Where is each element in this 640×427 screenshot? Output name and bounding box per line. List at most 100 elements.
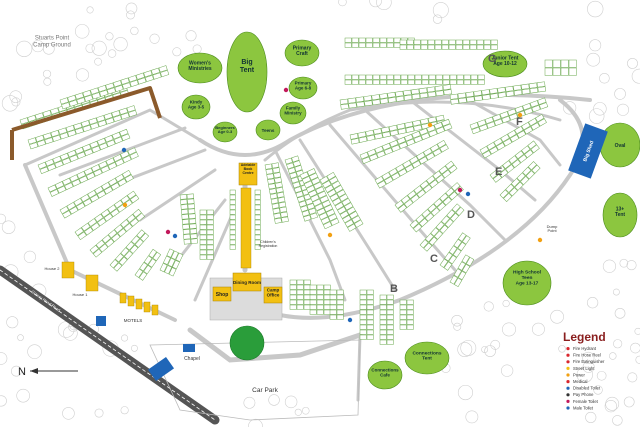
campsite[interactable] (516, 172, 526, 182)
campsite[interactable] (303, 304, 311, 310)
campsite[interactable] (525, 170, 535, 180)
campsite[interactable] (358, 37, 366, 43)
campsite[interactable] (376, 150, 386, 159)
campsite[interactable] (189, 228, 198, 234)
campsite[interactable] (500, 133, 510, 143)
campsite[interactable] (199, 244, 207, 250)
campsite[interactable] (469, 122, 479, 130)
campsite[interactable] (520, 175, 530, 186)
campsite[interactable] (199, 254, 207, 260)
campsite[interactable] (127, 147, 137, 156)
campsite[interactable] (117, 178, 127, 187)
campsite[interactable] (106, 87, 116, 95)
campsite[interactable] (514, 181, 524, 191)
campsite[interactable] (152, 251, 162, 262)
campsite[interactable] (107, 162, 118, 170)
campsite[interactable] (473, 90, 482, 97)
campsite[interactable] (344, 74, 352, 80)
campsite[interactable] (466, 96, 475, 103)
campsite[interactable] (323, 284, 331, 290)
campsite[interactable] (296, 304, 304, 310)
campsite[interactable] (536, 81, 546, 88)
campsite[interactable] (371, 94, 380, 101)
campsite[interactable] (374, 175, 384, 185)
campsite[interactable] (389, 129, 399, 137)
campsite[interactable] (430, 143, 440, 153)
campsite[interactable] (441, 39, 449, 45)
campsite[interactable] (88, 117, 98, 125)
campsite[interactable] (503, 192, 513, 203)
campsite[interactable] (290, 176, 299, 184)
campsite[interactable] (199, 224, 207, 230)
campsite[interactable] (128, 110, 138, 118)
campsite[interactable] (505, 85, 514, 92)
campsite[interactable] (366, 289, 374, 295)
campsite[interactable] (407, 79, 415, 85)
campsite[interactable] (316, 294, 324, 300)
campsite[interactable] (123, 223, 133, 232)
campsite[interactable] (409, 219, 419, 229)
campsite[interactable] (254, 204, 261, 210)
campsite[interactable] (287, 167, 296, 175)
campsite[interactable] (340, 103, 349, 110)
campsite[interactable] (229, 224, 236, 230)
campsite[interactable] (323, 294, 331, 300)
kindy-tent[interactable] (181, 94, 211, 120)
campsite[interactable] (455, 206, 465, 216)
campsite[interactable] (413, 135, 423, 144)
campsite[interactable] (326, 171, 336, 181)
campsite[interactable] (44, 137, 54, 145)
campsite[interactable] (405, 126, 415, 133)
campsite[interactable] (568, 67, 577, 76)
campsite[interactable] (348, 102, 357, 109)
campsite[interactable] (306, 203, 315, 210)
campsite[interactable] (489, 88, 498, 95)
campsite[interactable] (84, 226, 94, 236)
campsite[interactable] (495, 165, 506, 174)
campsite[interactable] (296, 289, 304, 295)
campsite[interactable] (490, 44, 498, 50)
campsite[interactable] (482, 94, 491, 101)
campsite[interactable] (358, 74, 366, 80)
campsite[interactable] (359, 294, 367, 300)
campsite[interactable] (82, 198, 93, 207)
campsite[interactable] (505, 164, 515, 173)
campsite[interactable] (329, 304, 337, 310)
campsite[interactable] (413, 185, 423, 195)
campsite[interactable] (276, 191, 285, 198)
campsite[interactable] (324, 184, 334, 193)
campsite[interactable] (359, 299, 367, 305)
campsite[interactable] (289, 289, 297, 295)
chapel[interactable] (183, 344, 195, 352)
campsite[interactable] (366, 324, 374, 330)
campsite[interactable] (158, 65, 168, 73)
campsite[interactable] (325, 208, 336, 217)
campsite[interactable] (489, 146, 499, 155)
campsite[interactable] (110, 182, 120, 191)
campsite[interactable] (365, 37, 373, 43)
campsite[interactable] (337, 206, 347, 215)
campsite[interactable] (359, 334, 367, 340)
campsite[interactable] (449, 275, 458, 285)
campsite[interactable] (91, 145, 101, 154)
campsite[interactable] (254, 239, 261, 245)
campsite[interactable] (126, 214, 136, 223)
campsite[interactable] (59, 132, 69, 140)
campsite[interactable] (441, 44, 449, 50)
campsite[interactable] (463, 79, 471, 85)
campsite[interactable] (521, 83, 530, 90)
campsite[interactable] (386, 74, 394, 80)
campsite[interactable] (521, 121, 531, 131)
campsite[interactable] (319, 195, 329, 204)
campsite[interactable] (113, 136, 123, 145)
campsite[interactable] (110, 208, 120, 218)
campsite[interactable] (349, 133, 359, 140)
teens-tent[interactable] (255, 119, 281, 141)
campsite[interactable] (89, 140, 99, 149)
campsite[interactable] (296, 279, 304, 285)
campsite[interactable] (62, 177, 72, 186)
campsite[interactable] (297, 195, 306, 203)
campsite[interactable] (448, 164, 458, 174)
campsite[interactable] (425, 152, 435, 161)
campsite[interactable] (229, 189, 236, 195)
